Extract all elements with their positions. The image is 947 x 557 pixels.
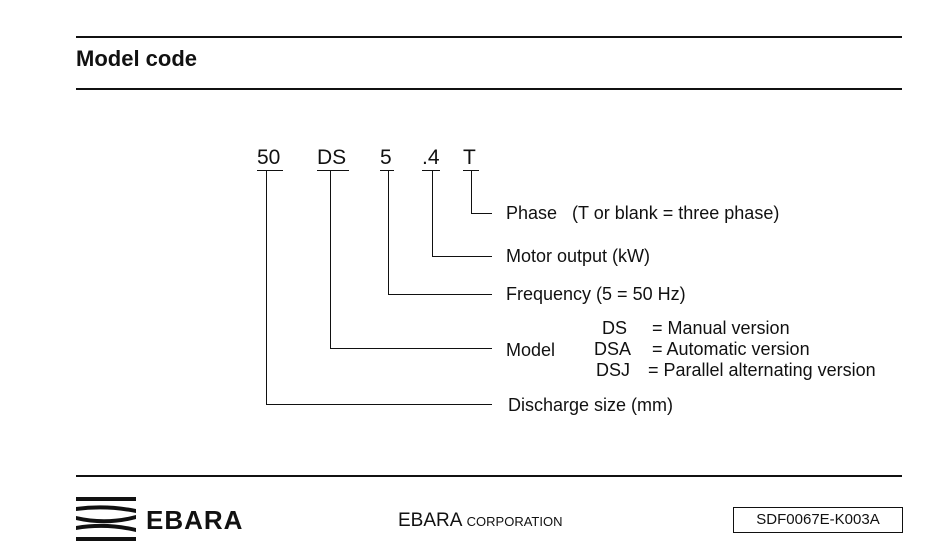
label-model: Model bbox=[506, 340, 556, 360]
connector-size-h bbox=[266, 404, 492, 405]
variant-code-ds: DS bbox=[602, 318, 628, 338]
connector-output-v bbox=[432, 171, 433, 257]
connector-frequency-v bbox=[388, 171, 389, 295]
connector-frequency-h bbox=[388, 294, 492, 295]
variant-code-dsa: DSA bbox=[594, 339, 632, 359]
corporation-name-main: EBARA bbox=[398, 510, 462, 531]
ebara-logo-icon bbox=[76, 497, 136, 541]
connector-output-h bbox=[432, 256, 492, 257]
underline-phase bbox=[463, 170, 479, 171]
code-part-phase: T bbox=[463, 146, 476, 169]
label-frequency: Frequency (5 = 50 Hz) bbox=[506, 284, 686, 304]
underline-output bbox=[422, 170, 440, 171]
variant-code-dsj: DSJ bbox=[596, 360, 631, 380]
title-rule bbox=[76, 88, 902, 90]
page-title: Model code bbox=[76, 46, 198, 71]
code-part-frequency: 5 bbox=[380, 146, 392, 169]
underline-size bbox=[257, 170, 283, 171]
corporation-suffix: CORPORATION bbox=[466, 514, 563, 529]
connector-model-h bbox=[330, 348, 492, 349]
label-motor-output: Motor output (kW) bbox=[506, 246, 651, 266]
variant-desc-dsj: = Parallel alternating version bbox=[648, 360, 876, 380]
code-part-model: DS bbox=[317, 146, 347, 169]
underline-frequency bbox=[380, 170, 394, 171]
code-part-output: .4 bbox=[422, 146, 440, 169]
document-number: SDF0067E-K003A bbox=[733, 507, 903, 533]
corporation-name: EBARA CORPORATION bbox=[398, 510, 562, 532]
logo-wordmark: EBARA bbox=[146, 505, 244, 535]
connector-size-v bbox=[266, 171, 267, 405]
connector-phase-h bbox=[471, 213, 492, 214]
connector-model-v bbox=[330, 171, 331, 349]
variant-desc-dsa: = Automatic version bbox=[652, 339, 810, 359]
connector-phase-v bbox=[471, 171, 472, 214]
top-rule bbox=[76, 36, 902, 38]
underline-model bbox=[317, 170, 349, 171]
footer-rule bbox=[76, 475, 902, 477]
label-phase: Phase (T or blank = three phase) bbox=[506, 203, 780, 223]
variant-desc-ds: = Manual version bbox=[652, 318, 790, 338]
label-discharge-size: Discharge size (mm) bbox=[508, 395, 674, 415]
code-part-size: 50 bbox=[257, 146, 281, 169]
